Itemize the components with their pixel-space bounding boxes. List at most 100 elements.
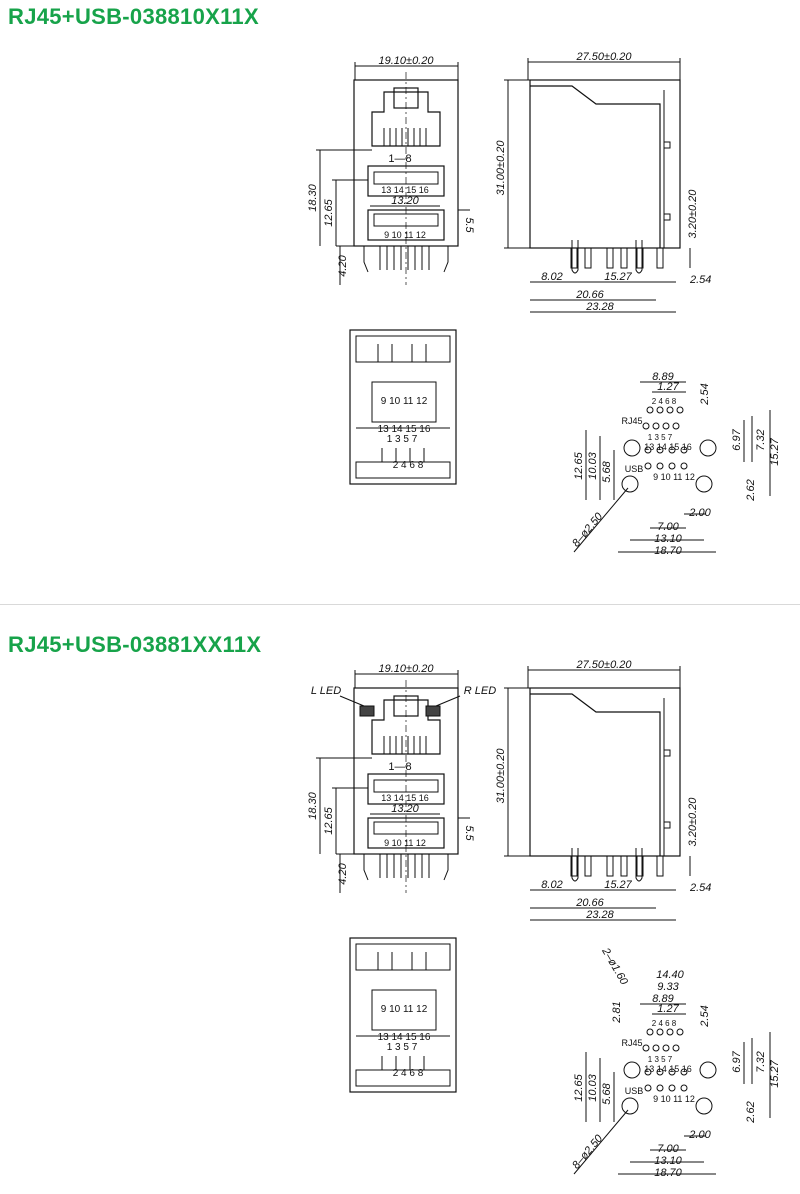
pcb-pin-hole xyxy=(672,1044,680,1052)
dim-label-h2: 10.03 xyxy=(587,1073,599,1101)
pcb-mount-hole xyxy=(623,1061,641,1079)
pcb-pins-odd-label: 1 3 5 7 xyxy=(648,1055,673,1064)
pcb-pin-hole xyxy=(656,1068,664,1076)
bottom-view-top-band xyxy=(355,943,451,971)
pcb-pin-hole xyxy=(644,1084,652,1092)
bottom-latch-right xyxy=(411,952,427,971)
pcb-mount-hole xyxy=(695,1097,713,1115)
dim-label-extra-w2: 9.33 xyxy=(657,981,679,993)
dim-label-b1: 2.00 xyxy=(688,1129,711,1141)
pcb-pin-hole xyxy=(662,422,670,430)
mount-leg-right xyxy=(443,854,449,881)
dim-label-w1: 8.89 xyxy=(652,371,673,383)
pcb-pin-hole xyxy=(656,1084,664,1092)
bottom-latch-left xyxy=(377,344,393,363)
dim-label-extra-v: 2.81 xyxy=(611,1001,623,1023)
side-pin xyxy=(606,856,614,877)
pcb-pin-hole xyxy=(676,406,684,414)
dim-label-b4: 18.70 xyxy=(654,1167,682,1179)
side-pin xyxy=(620,856,628,877)
bottom-view-outline xyxy=(349,937,457,1093)
bottom-row-odd-label: 1 3 5 7 xyxy=(387,1042,418,1053)
dim-label-r2: 7.32 xyxy=(755,429,767,450)
dim-label-d1: 8.02 xyxy=(541,879,562,891)
usb1-pin-label: 13 14 15 16 xyxy=(381,185,429,195)
rj45-latch xyxy=(393,695,419,717)
dim-label-hole: 8–ø2.50 xyxy=(570,1132,606,1171)
section-title-1: RJ45+USB-038810X11X xyxy=(8,4,259,29)
dim-label-d5: 23.28 xyxy=(585,301,614,313)
hole-leader-line xyxy=(573,487,629,553)
dim-label-h1: 12.65 xyxy=(573,451,585,479)
pcb-pin-hole xyxy=(680,446,688,454)
dim-label-v1: 2.54 xyxy=(699,383,711,405)
hole-leader-line xyxy=(573,1109,629,1175)
pcb-pin-hole xyxy=(644,462,652,470)
pcb-pins-odd-label: 1 3 5 7 xyxy=(648,433,673,442)
dim-label-b3: 13.10 xyxy=(654,1155,682,1167)
pcb-pin-hole xyxy=(646,1028,654,1036)
dim-label-d2: 15.27 xyxy=(604,271,632,283)
dim-label-r3: 15.27 xyxy=(769,1059,781,1087)
pcb-pin-hole xyxy=(666,1028,674,1036)
dim-label-h2: 10.03 xyxy=(587,451,599,479)
pcb-pin-hole xyxy=(668,446,676,454)
front-body-outline xyxy=(353,79,459,247)
dim-label-hole: 8–ø2.50 xyxy=(570,510,606,549)
dim-label-h-small: 5.5 xyxy=(463,825,475,841)
pcb-pin-hole xyxy=(666,406,674,414)
pcb-pin-hole xyxy=(662,1044,670,1052)
pcb-pins-mid-label: 13 14 15 16 xyxy=(644,442,692,452)
dim-label-b1: 2.00 xyxy=(688,507,711,519)
pcb-pin-hole xyxy=(644,446,652,454)
dim-label-pin-h: 3.20±0.20 xyxy=(687,797,699,847)
usb1-pin-label: 13 14 15 16 xyxy=(381,793,429,803)
led-leader-line xyxy=(339,695,365,707)
dim-label-w1: 8.89 xyxy=(652,993,673,1005)
pin-range-label: 1—8 xyxy=(388,761,411,773)
section-separator xyxy=(0,604,800,605)
side-shield-fold xyxy=(530,85,661,248)
dim-label-pin-h: 3.20±0.20 xyxy=(687,189,699,239)
side-pin xyxy=(584,856,592,877)
pcb-label-usb: USB xyxy=(625,464,644,474)
bottom-row-even-label: 2 4 6 8 xyxy=(393,1068,424,1079)
bottom-row-mid-label: 13 14 15 16 xyxy=(378,1032,431,1043)
mount-leg-left xyxy=(363,246,369,273)
bottom-foot xyxy=(355,461,451,479)
bottom-view-outline xyxy=(349,329,457,485)
bottom-usb-block xyxy=(371,381,437,423)
pcb-pin-hole xyxy=(656,462,664,470)
front-body-outline xyxy=(353,687,459,855)
pcb-label-usb: USB xyxy=(625,1086,644,1096)
side-body-outline xyxy=(529,79,681,249)
usb2-pin-label: 9 10 11 12 xyxy=(384,230,426,240)
pcb-pin-hole xyxy=(668,1084,676,1092)
pcb-pin-hole xyxy=(680,1084,688,1092)
bottom-row-top-label: 9 10 11 12 xyxy=(381,396,428,407)
pcb-mount-hole xyxy=(699,439,717,457)
bottom-row-odd-label: 1 3 5 7 xyxy=(387,434,418,445)
pcb-pin-hole xyxy=(646,406,654,414)
dim-label-extra-hole: 2–ø1.60 xyxy=(599,945,631,988)
section-title-2: RJ45+USB-03881XX11X xyxy=(8,632,262,657)
usb-port-1 xyxy=(367,773,445,805)
side-pin xyxy=(656,856,664,877)
rj45-opening xyxy=(371,91,441,147)
side-mount-leg xyxy=(635,240,643,274)
pcb-mount-hole xyxy=(621,1097,639,1115)
side-pin xyxy=(570,248,578,269)
bottom-row-mid-label: 13 14 15 16 xyxy=(378,424,431,435)
dim-label-h-usb: 12.65 xyxy=(323,198,335,226)
dim-label-h1: 12.65 xyxy=(573,1073,585,1101)
pcb-pin-hole xyxy=(642,422,650,430)
mount-leg-left xyxy=(363,854,369,881)
dim-label-h-total: 18.30 xyxy=(307,183,319,211)
side-body-outline xyxy=(529,687,681,857)
pcb-pin-hole xyxy=(656,1028,664,1036)
side-tab-square xyxy=(663,141,671,149)
dim-label-v1: 2.54 xyxy=(699,1005,711,1027)
dim-label-width: 19.10±0.20 xyxy=(379,663,435,675)
